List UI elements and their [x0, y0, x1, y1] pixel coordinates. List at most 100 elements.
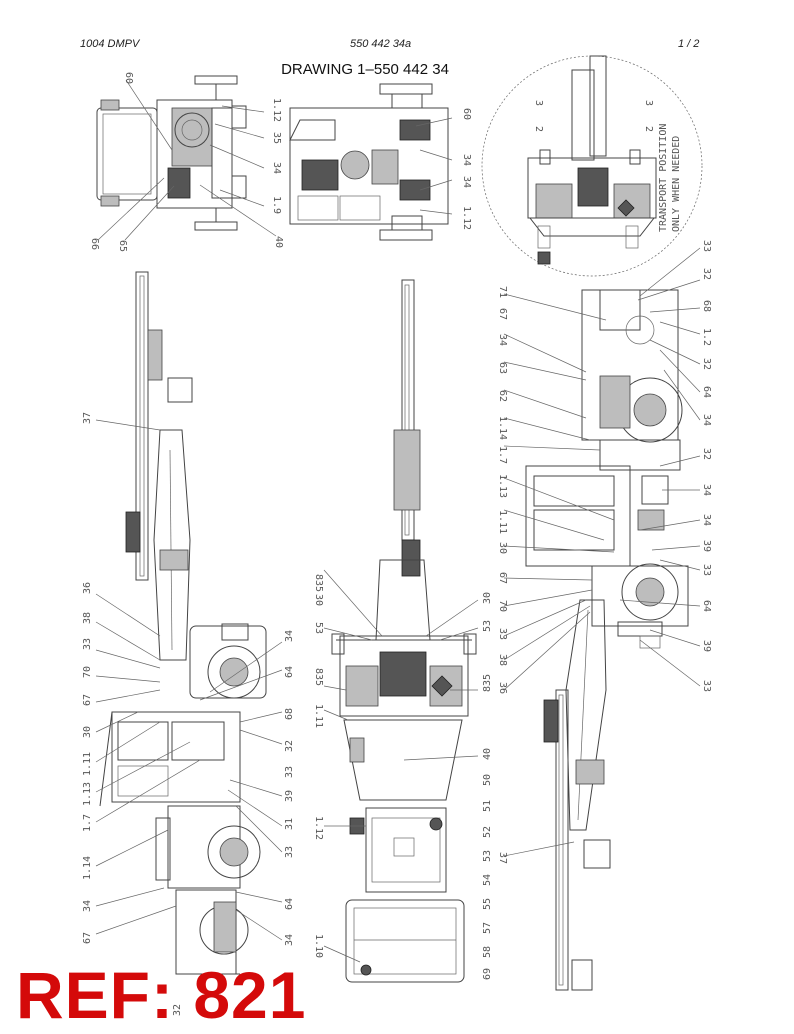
callout-label: 1.9	[271, 196, 282, 214]
side-view-left	[99, 271, 267, 975]
callout-label: 68	[701, 300, 712, 312]
callout-label: 32	[172, 1004, 183, 1016]
callout-label: 60	[123, 72, 134, 84]
callout-label: 1.7	[497, 446, 508, 464]
callout-label: 64	[701, 386, 712, 398]
callout-label: 58	[482, 946, 493, 958]
callout-label: 36	[82, 582, 93, 594]
callout-labels: 60 35 34 1.12 1.9 40 65 66 60 34 34 1.12…	[82, 72, 712, 1016]
callout-label: 34	[701, 484, 712, 496]
callout-label: 1.12	[313, 816, 324, 840]
callout-label: 34	[461, 154, 472, 166]
callout-label: 67	[497, 308, 508, 320]
callout-label: 69	[482, 968, 493, 980]
callout-label: 65	[117, 240, 128, 252]
callout-label: 34	[271, 162, 282, 174]
leader-lines	[95, 79, 701, 963]
callout-label: 2	[533, 126, 544, 132]
callout-label: 54	[482, 874, 493, 886]
callout-label: 33	[82, 638, 93, 650]
reference-stamp: REF: 821	[16, 958, 307, 1032]
callout-label: 70	[497, 600, 508, 612]
callout-label: 3	[643, 100, 654, 106]
callout-label: 67	[497, 572, 508, 584]
callout-label: 1.14	[497, 416, 508, 440]
callout-label: 1.10	[313, 934, 324, 958]
callout-label: 64	[284, 666, 295, 678]
callout-label: 31	[284, 818, 295, 830]
header-model: 1004 DMPV	[80, 38, 140, 50]
callout-label: 50	[482, 774, 493, 786]
callout-label: 1.11	[497, 510, 508, 534]
callout-label: 62	[497, 390, 508, 402]
callout-label: 53	[482, 620, 493, 632]
callout-label: 30	[482, 592, 493, 604]
header-page-number: 1 / 2	[678, 38, 700, 50]
callout-label: 1.14	[82, 856, 93, 880]
callout-label: 1.13	[497, 474, 508, 498]
callout-label: 39	[701, 540, 712, 552]
callout-label: 37	[82, 412, 93, 424]
side-view-right	[525, 289, 689, 991]
callout-label: 2	[643, 126, 654, 132]
callout-label: 30	[313, 594, 324, 606]
callout-label: 30	[497, 542, 508, 554]
callout-label: 835	[313, 574, 324, 592]
drawing-title: DRAWING 1–550 442 34	[281, 61, 449, 78]
callout-label: 33	[701, 564, 712, 576]
callout-label: 39	[284, 790, 295, 802]
callout-label: 34	[284, 630, 295, 642]
callout-label: 64	[701, 600, 712, 612]
header-drawing-number: 550 442 34a	[350, 38, 412, 50]
transport-note-line1: TRANSPORT POSITION	[658, 124, 669, 232]
callout-label: 63	[497, 362, 508, 374]
callout-label: 1.13	[82, 782, 93, 806]
callout-label: 34	[82, 900, 93, 912]
callout-label: 67	[82, 932, 93, 944]
callout-label: 32	[284, 1004, 295, 1016]
callout-label: 67	[82, 694, 93, 706]
callout-label: 32	[701, 448, 712, 460]
callout-label: 3	[533, 100, 544, 106]
callout-label: 39	[701, 640, 712, 652]
callout-label: 34	[284, 934, 295, 946]
callout-label: 70	[82, 666, 93, 678]
callout-label: 30	[82, 726, 93, 738]
top-view-machine-center	[289, 83, 449, 241]
callout-label: 53	[313, 622, 324, 634]
callout-label: 34	[701, 414, 712, 426]
callout-label: 37	[497, 852, 508, 864]
callout-label: 40	[273, 236, 284, 248]
callout-label: 1.11	[313, 704, 324, 728]
callout-label: 34	[497, 334, 508, 346]
callout-label: 32	[701, 358, 712, 370]
transport-note-line2: ONLY WHEN NEEDED	[671, 136, 682, 232]
callout-label: 40	[482, 748, 493, 760]
callout-label: 1.2	[701, 328, 712, 346]
callout-label: 835	[313, 668, 324, 686]
callout-label: 33	[284, 766, 295, 778]
callout-label: 1.7	[82, 814, 93, 832]
callout-label: 34	[461, 176, 472, 188]
top-view-machine-long	[331, 279, 477, 983]
callout-label: 1.12	[461, 206, 472, 230]
callout-label: 68	[284, 708, 295, 720]
callout-label: 32	[701, 268, 712, 280]
callout-label: 51	[482, 800, 493, 812]
callout-label: 33	[701, 240, 712, 252]
callout-label: 33	[497, 628, 508, 640]
callout-label: 55	[482, 898, 493, 910]
callout-label: 34	[701, 514, 712, 526]
callout-label: 1.11	[82, 752, 93, 776]
transport-position-detail: TRANSPORT POSITION ONLY WHEN NEEDED	[481, 55, 703, 277]
callout-label: 38	[497, 654, 508, 666]
callout-label: 835	[482, 674, 493, 692]
callout-label: 33	[701, 680, 712, 692]
callout-label: 35	[271, 132, 282, 144]
callout-label: 53	[482, 850, 493, 862]
callout-label: 1.12	[271, 98, 282, 122]
top-view-machine-left	[96, 75, 247, 231]
callout-label: 36	[497, 682, 508, 694]
callout-label: 38	[82, 612, 93, 624]
